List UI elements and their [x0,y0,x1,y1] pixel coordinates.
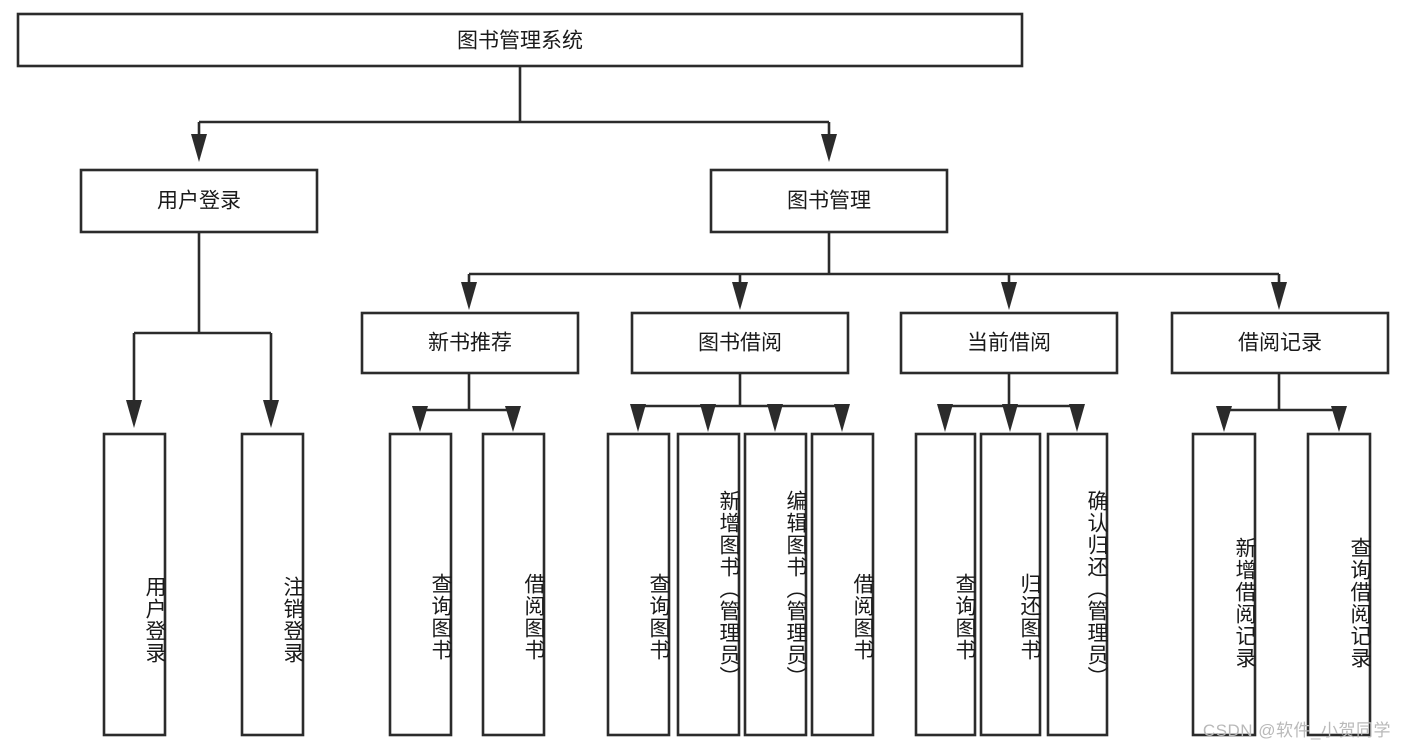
leaf-box-confirm-return-admin[interactable] [1046,432,1109,737]
arrowhead-borrow-l2 [700,404,716,432]
node-borrow-record-label: 借阅记录 [1238,332,1322,355]
connector-group-newbook [412,373,521,432]
connector-group-current [937,373,1085,432]
arrowhead-bookmgmt-to-c4 [1271,282,1287,310]
arrowhead-login-to-leaf1 [126,400,142,428]
connector-group-bookmgmt [461,232,1287,310]
leaf-box-return-book[interactable] [979,432,1042,737]
arrowhead-borrow-l4 [834,404,850,432]
arrowhead-bookmgmt-to-c2 [732,282,748,310]
node-borrow-record[interactable]: 借阅记录 [1170,311,1390,375]
arrowhead-bookmgmt-to-c3 [1001,282,1017,310]
node-book-borrow-label: 图书借阅 [698,332,782,355]
node-new-book-recommend[interactable]: 新书推荐 [360,311,580,375]
leaf-box-borrow-book[interactable] [810,432,875,737]
arrowhead-record-l1 [1216,406,1232,432]
arrowhead-borrow-l1 [630,404,646,432]
arrowhead-record-l2 [1331,406,1347,432]
node-book-borrow[interactable]: 图书借阅 [630,311,850,375]
node-current-borrow[interactable]: 当前借阅 [899,311,1119,375]
arrowhead-root-to-login [191,134,207,162]
leaf-box-user-login[interactable] [102,432,167,737]
connector-group-root [191,66,837,162]
node-current-borrow-label: 当前借阅 [967,332,1051,355]
node-root-box[interactable] [16,12,1024,68]
arrowhead-current-l3 [1069,404,1085,432]
node-book-management-label: 图书管理 [787,190,871,213]
leaf-box-edit-book-admin[interactable] [743,432,808,737]
arrowhead-root-to-bookmgmt [821,134,837,162]
leaf-box-query-book-recommend[interactable] [388,432,453,737]
leaf-box-borrow-book-recommend[interactable] [481,432,546,737]
leaf-box-add-borrow-record[interactable] [1191,432,1257,737]
node-root[interactable]: 图书管理系统 [16,12,1024,68]
node-user-login[interactable]: 用户登录 [79,168,319,234]
node-user-login-box[interactable] [79,168,319,234]
connector-group-record [1216,373,1347,432]
arrowhead-login-to-leaf2 [263,400,279,428]
leaf-box-logout-login[interactable] [240,432,305,737]
leaf-box-query-book-borrow[interactable] [606,432,671,737]
node-book-management-box[interactable] [709,168,949,234]
connector-group-login [126,232,279,428]
leaf-box-query-book-current[interactable] [914,432,977,737]
node-current-borrow-box[interactable] [899,311,1119,375]
node-user-login-label: 用户登录 [157,190,241,213]
arrowhead-newbook-l1 [412,406,428,432]
node-new-book-recommend-box[interactable] [360,311,580,375]
csdn-watermark: CSDN @软件_小贺同学 [1202,721,1391,740]
arrowhead-current-l2 [1002,404,1018,432]
leaf-box-query-borrow-record[interactable] [1306,432,1372,737]
node-book-borrow-box[interactable] [630,311,850,375]
leaf-box-add-book-admin[interactable] [676,432,741,737]
node-new-book-recommend-label: 新书推荐 [428,332,512,355]
arrowhead-newbook-l2 [505,406,521,432]
arrowhead-current-l1 [937,404,953,432]
node-borrow-record-box[interactable] [1170,311,1390,375]
arrowhead-bookmgmt-to-c1 [461,282,477,310]
connector-group-borrow [630,373,850,432]
node-root-label: 图书管理系统 [457,30,583,53]
node-book-management[interactable]: 图书管理 [709,168,949,234]
arrowhead-borrow-l3 [767,404,783,432]
